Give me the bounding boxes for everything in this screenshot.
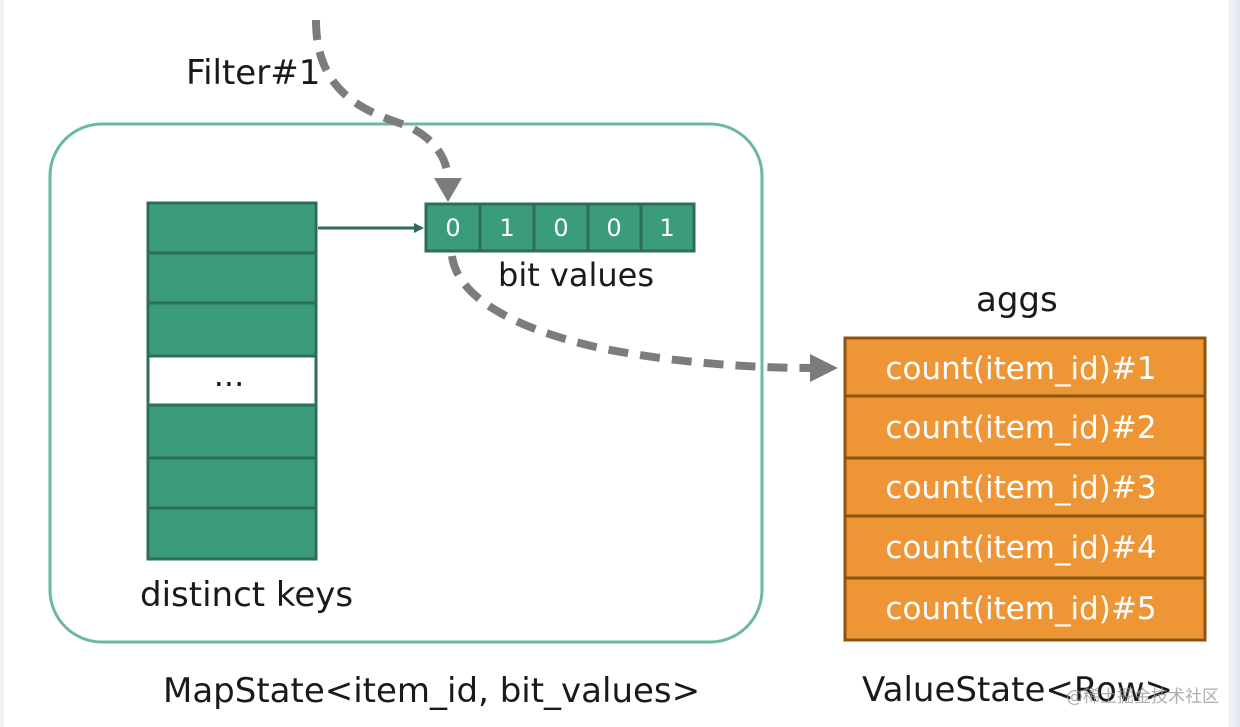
agg-label: count(item_id)#5 xyxy=(885,591,1156,627)
page-right-edge xyxy=(1228,0,1240,727)
bit-cell xyxy=(478,202,536,253)
bit-values-array: 0 1 0 0 1 xyxy=(424,202,696,253)
map-state-label: MapState<item_id, bit_values> xyxy=(163,671,700,711)
watermark: @稀土掘金技术社区 xyxy=(1066,687,1219,707)
filter-dashed-arrow xyxy=(312,19,452,181)
bit-value: 1 xyxy=(659,214,674,242)
agg-label: count(item_id)#1 xyxy=(885,351,1156,387)
agg-cell xyxy=(843,336,1207,398)
agg-label: count(item_id)#2 xyxy=(885,410,1156,446)
agg-cell xyxy=(843,456,1207,518)
distinct-keys-column: ... xyxy=(146,201,318,561)
value-state-label: ValueState<Row> xyxy=(862,670,1173,710)
aggs-label: aggs xyxy=(976,280,1058,320)
distinct-keys-label: distinct keys xyxy=(140,575,353,615)
agg-label: count(item_id)#4 xyxy=(885,530,1156,566)
agg-cell xyxy=(843,394,1207,460)
distinct-key-cell xyxy=(146,403,318,460)
distinct-key-cell xyxy=(146,456,318,510)
bit-value: 0 xyxy=(553,214,568,242)
bits-to-aggs-dashed-arrow xyxy=(448,255,813,372)
distinct-key-cell xyxy=(146,301,318,358)
bit-cell xyxy=(639,202,696,253)
bit-values-label: bit values xyxy=(498,256,654,294)
aggs-stack: count(item_id)#1 count(item_id)#2 count(… xyxy=(843,336,1207,642)
agg-label: count(item_id)#3 xyxy=(885,470,1156,506)
distinct-key-ellipsis: ... xyxy=(214,356,245,394)
distinct-key-cell xyxy=(146,251,318,305)
bit-value: 0 xyxy=(606,214,621,242)
page-left-edge xyxy=(0,0,4,727)
agg-cell xyxy=(843,576,1207,642)
bit-value: 0 xyxy=(445,214,460,242)
bit-value: 1 xyxy=(499,214,514,242)
filter-label: Filter#1 xyxy=(186,53,320,93)
filter-arrowhead xyxy=(434,178,462,202)
aggs-arrowhead xyxy=(810,354,838,382)
map-state-container xyxy=(48,122,764,644)
distinct-key-cell xyxy=(146,506,318,561)
distinct-key-cell xyxy=(146,201,318,255)
